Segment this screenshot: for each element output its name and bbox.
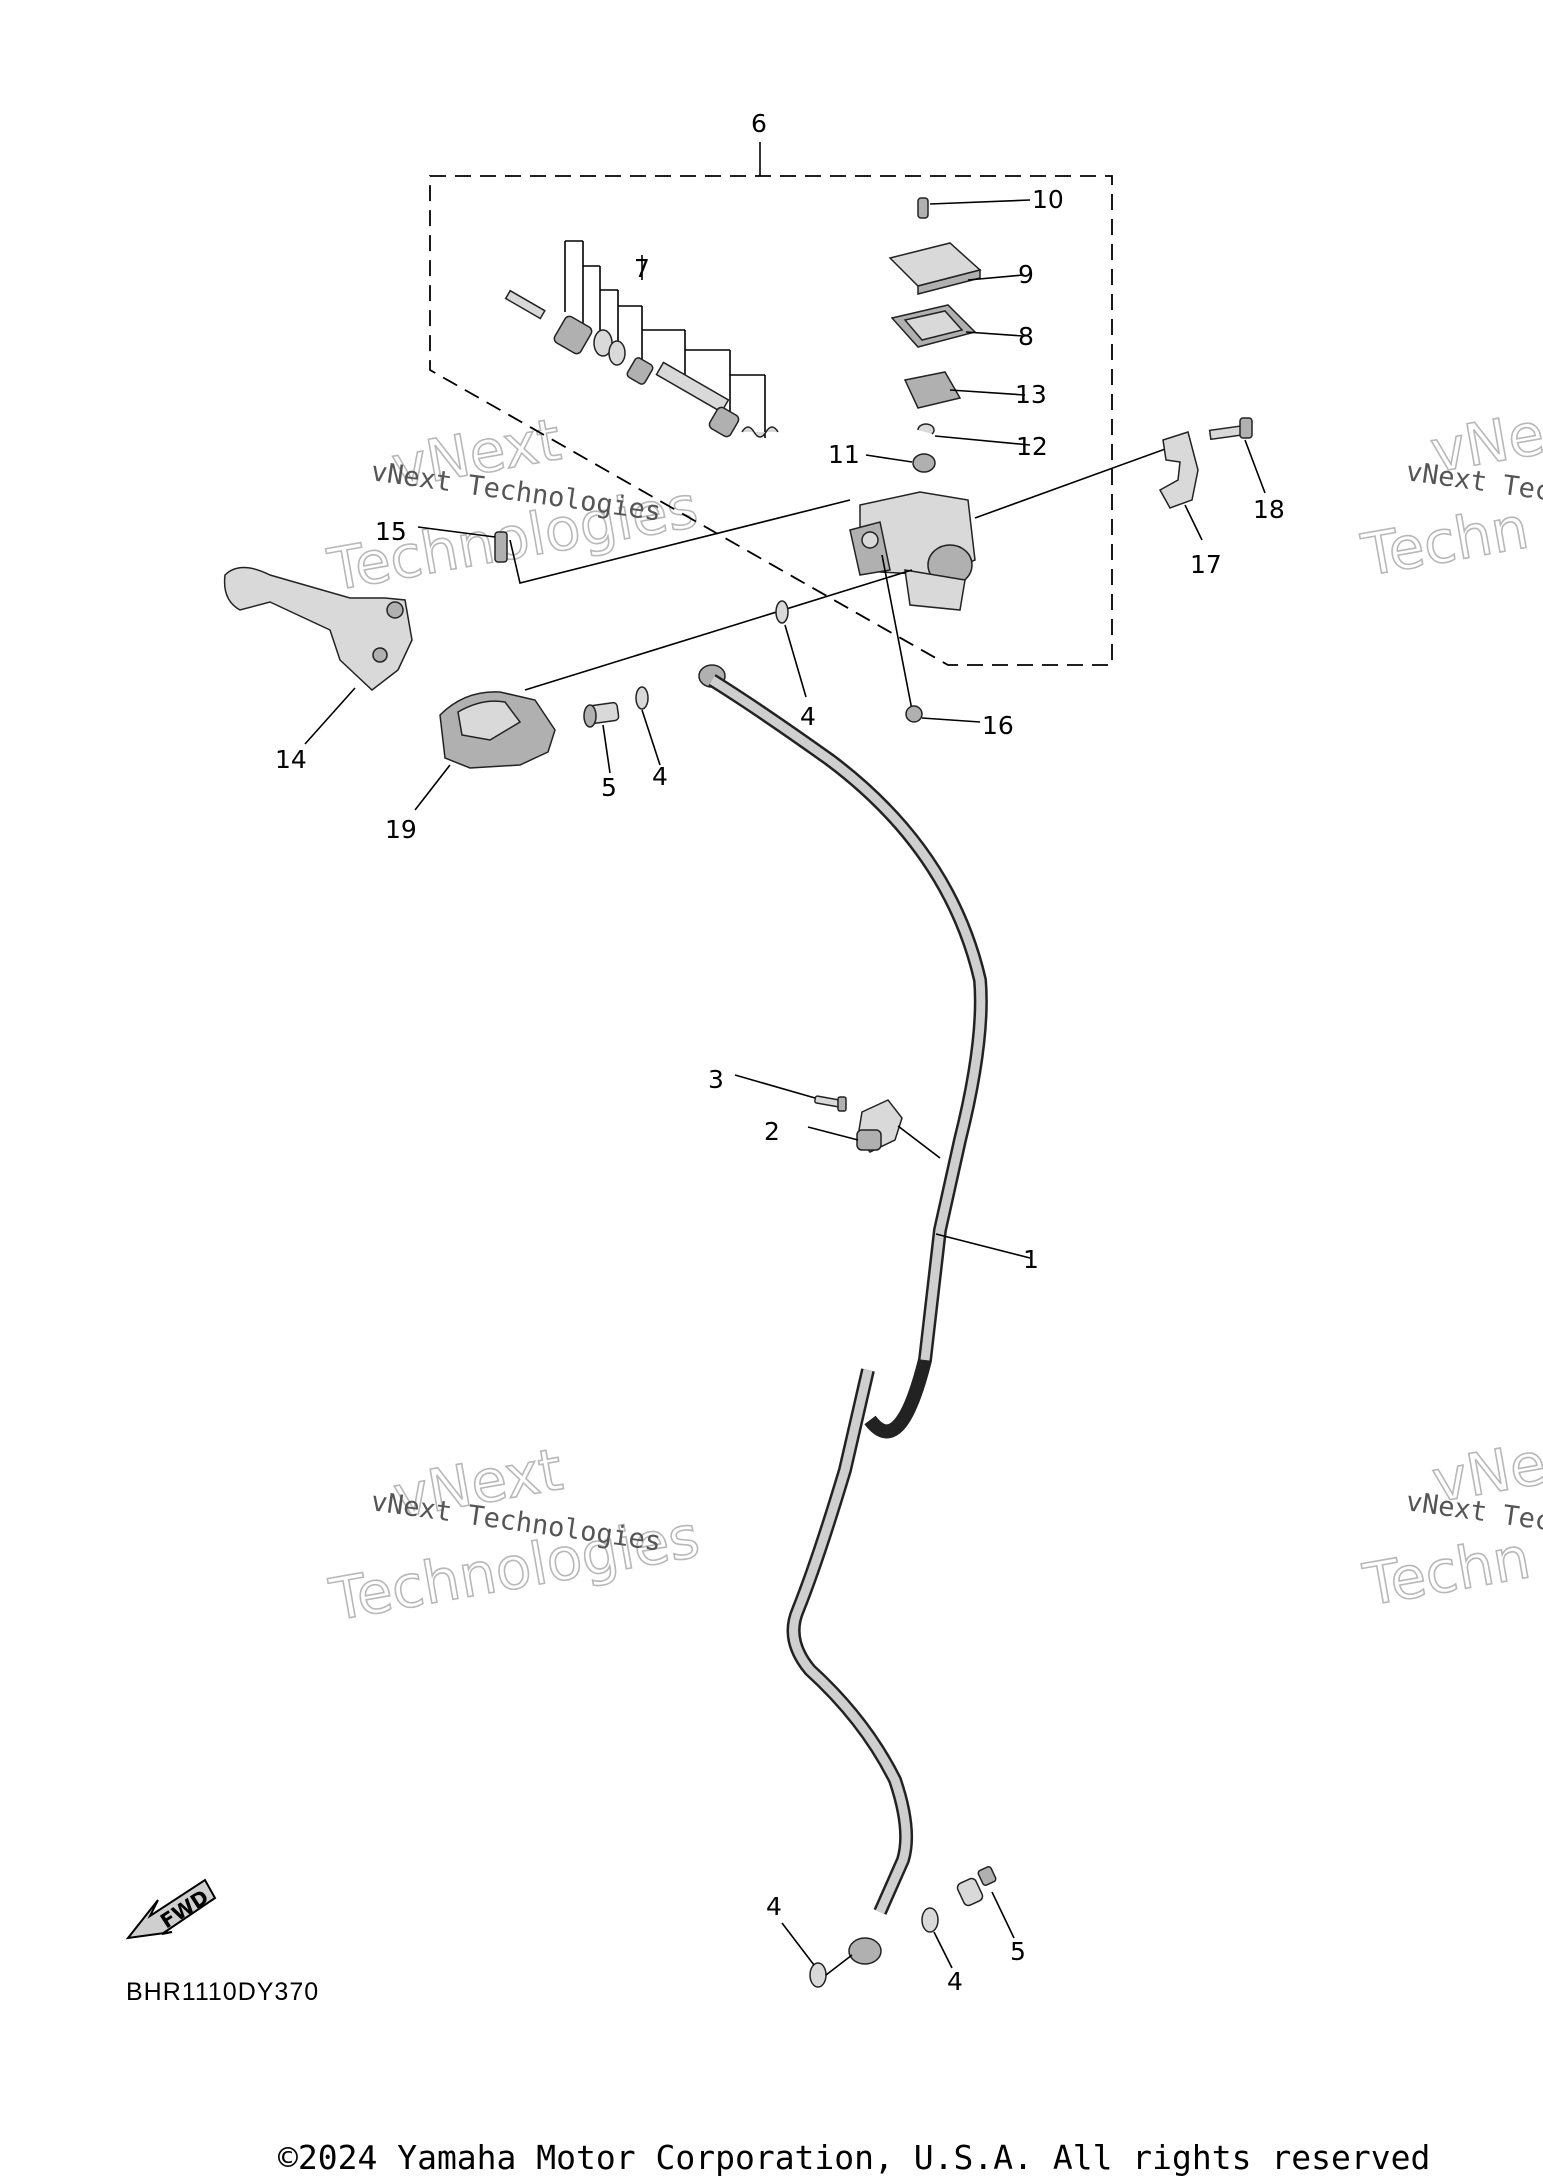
leader-line	[934, 435, 1031, 446]
leader-line	[965, 331, 1024, 337]
leader-line	[734, 1074, 816, 1099]
callout-1: 1	[1023, 1245, 1039, 1274]
cylinder-kit-bracket	[564, 240, 766, 438]
cylinder-kit-icon	[504, 289, 779, 438]
callout-10: 10	[1032, 185, 1064, 214]
pivot-bolt-icon	[494, 531, 508, 563]
callout-7: 7	[634, 254, 650, 283]
callout-11: 11	[828, 440, 860, 469]
assembly-boundary	[429, 175, 1113, 666]
leader-line	[807, 1126, 859, 1141]
callout-8: 8	[1018, 322, 1034, 351]
leader-line	[881, 554, 913, 711]
callout-4: 4	[652, 762, 668, 791]
leader-line	[1184, 504, 1203, 541]
leader-line	[1244, 439, 1266, 494]
callout-4: 4	[947, 1967, 963, 1996]
callout-5: 5	[1010, 1937, 1026, 1966]
hose-guide-icon	[856, 1099, 903, 1153]
fwd-label: FWD	[156, 1885, 213, 1934]
watermark-big-2: Techn	[1358, 1523, 1535, 1619]
union-bolt-icon	[956, 1866, 997, 1907]
screw-icon	[814, 1095, 847, 1112]
fwd-arrow-icon: FWD	[125, 1878, 217, 1940]
leader-line	[509, 499, 851, 584]
watermark-big-2: Techn	[1357, 493, 1534, 589]
callout-5: 5	[601, 773, 617, 802]
leader-line	[974, 447, 1169, 519]
callout-4: 4	[766, 1892, 782, 1921]
callout-3: 3	[708, 1065, 724, 1094]
callout-16: 16	[982, 711, 1014, 740]
clip-icon	[917, 423, 935, 435]
washer-icon	[921, 1907, 939, 1933]
leader-line	[967, 274, 1024, 281]
holder-icon	[1158, 431, 1199, 509]
brake-lever-icon	[223, 566, 413, 691]
leader-line	[991, 1891, 1015, 1939]
leader-line	[933, 1931, 953, 1969]
union-bolt-icon	[583, 701, 620, 728]
callout-2: 2	[764, 1117, 780, 1146]
leader-line	[929, 199, 1031, 205]
callout-17: 17	[1190, 550, 1222, 579]
screw-icon	[917, 197, 929, 219]
bolt-icon	[1208, 417, 1253, 441]
leader-line	[949, 389, 1026, 396]
leader-line	[304, 687, 356, 745]
leader-line	[897, 1125, 941, 1159]
callout-14: 14	[275, 745, 307, 774]
callout-6: 6	[751, 109, 767, 138]
washer-icon	[809, 1962, 827, 1988]
washer-icon	[635, 686, 649, 710]
callout-13: 13	[1015, 380, 1047, 409]
leader-line	[602, 724, 611, 774]
leader-line	[781, 1922, 815, 1966]
brake-hose-icon	[698, 664, 988, 1965]
leader-line	[865, 454, 913, 463]
diagram-code: BHR1110DY370	[126, 1978, 319, 2006]
leader-line	[784, 624, 807, 698]
master-cylinder-assembly-icon	[849, 491, 976, 611]
leader-line	[825, 1954, 853, 1976]
callout-18: 18	[1253, 495, 1285, 524]
reservoir-cap-icon	[888, 242, 982, 295]
diaphragm-icon	[890, 304, 977, 348]
callout-4: 4	[800, 702, 816, 731]
callout-15: 15	[375, 517, 407, 546]
leader-line	[414, 764, 451, 811]
callout-12: 12	[1016, 432, 1048, 461]
float-plate-icon	[903, 371, 962, 409]
cap-icon	[905, 705, 923, 723]
leader-line	[524, 569, 913, 691]
lever-cover-icon	[439, 691, 556, 769]
copyright-notice: ©2024 Yamaha Motor Corporation, U.S.A. A…	[278, 2138, 1431, 2177]
leader-line	[641, 709, 661, 766]
washer-icon	[775, 600, 789, 624]
callout-9: 9	[1018, 260, 1034, 289]
nut-icon	[912, 453, 936, 473]
leader-line	[921, 717, 981, 723]
callout-19: 19	[385, 815, 417, 844]
leader-line	[417, 526, 496, 538]
leader-line	[935, 1233, 1031, 1259]
